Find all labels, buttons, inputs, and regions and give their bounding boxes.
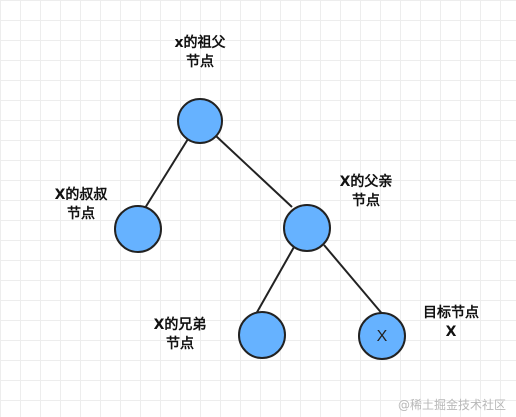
node-grandfather bbox=[177, 98, 223, 144]
node-target bbox=[358, 312, 406, 360]
node-father bbox=[283, 204, 331, 252]
label-sibling: X的兄弟 节点 bbox=[145, 316, 215, 354]
label-grandfather-line2: 节点 bbox=[186, 54, 214, 70]
label-uncle-line2: 节点 bbox=[67, 206, 95, 222]
edge-grandfather-father bbox=[215, 135, 293, 208]
label-father-line1: X的父亲 bbox=[339, 174, 393, 190]
label-father: X的父亲 节点 bbox=[331, 173, 401, 211]
edge-grandfather-uncle bbox=[144, 138, 189, 209]
label-sibling-line2: 节点 bbox=[166, 336, 194, 352]
label-target-line1: 目标节点 bbox=[423, 305, 479, 321]
edge-father-sibling bbox=[255, 246, 295, 315]
node-sibling bbox=[238, 311, 286, 359]
label-father-line2: 节点 bbox=[352, 193, 380, 209]
node-target-text: X bbox=[377, 328, 388, 345]
label-uncle-line1: X的叔叔 bbox=[54, 187, 108, 203]
label-sibling-line1: X的兄弟 bbox=[153, 317, 207, 333]
label-target-line2: X bbox=[445, 324, 457, 340]
label-target: 目标节点 X bbox=[416, 304, 486, 342]
label-grandfather: x的祖父 节点 bbox=[165, 34, 235, 72]
label-grandfather-line1: x的祖父 bbox=[174, 35, 226, 51]
label-uncle: X的叔叔 节点 bbox=[46, 186, 116, 224]
watermark: @稀土掘金技术社区 bbox=[397, 398, 506, 412]
edge-father-target bbox=[323, 244, 385, 317]
node-uncle bbox=[114, 205, 162, 253]
